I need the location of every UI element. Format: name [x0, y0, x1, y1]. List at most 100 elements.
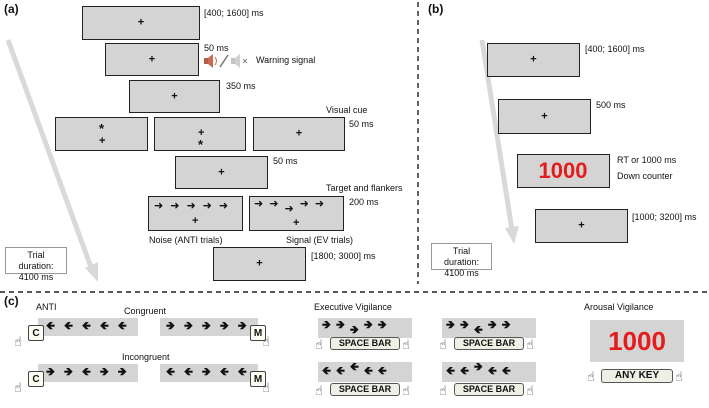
target-flankers-label: Target and flankers	[326, 183, 403, 193]
right-arrow-icon: 🡺	[117, 366, 127, 378]
signal-label: Signal (EV trials)	[286, 235, 354, 245]
right-arrow-icon: 🡺	[237, 320, 247, 332]
hand-pointer-icon: ☝	[402, 383, 410, 398]
hand-pointer-icon: ☝	[262, 380, 270, 395]
flanker-row: 🡸🡸🡸🡸🡸	[46, 321, 127, 332]
time-label: 50 ms	[273, 156, 298, 166]
fixation-cross: +	[192, 215, 199, 227]
right-arrow-icon: ➜	[218, 200, 229, 212]
panel-a-label: (a)	[4, 2, 19, 16]
fixation-cross: +	[578, 219, 585, 232]
flanker-row: 🡸🡸🡺🡸🡸	[166, 367, 247, 378]
hand-pointer-icon: ☝	[262, 334, 270, 349]
stimulus-strip: 🡸🡸🡺🡸🡸	[442, 362, 536, 382]
incongruent-label: Incongruent	[122, 352, 170, 362]
anti-label: ANTI	[36, 302, 57, 312]
right-arrow-icon: ➜	[299, 198, 309, 210]
screen-iti: +	[213, 247, 306, 281]
stimulus-strip: 🡺🡺🡺🡺🡺	[160, 318, 258, 336]
key-c: C	[28, 371, 44, 387]
time-label: [1800; 3000] ms	[311, 251, 376, 261]
left-arrow-icon: 🡸	[363, 365, 373, 377]
speaker-icon	[204, 54, 248, 68]
right-arrow-icon: 🡺	[363, 319, 373, 331]
flanker-row: 🡺🡺🡺🡺🡺	[322, 319, 387, 336]
screen-counter-b: 1000	[517, 154, 610, 188]
left-arrow-icon: 🡸	[237, 366, 247, 378]
stimulus-strip: 🡸🡸🡺🡸🡸	[160, 364, 258, 382]
screen-iti-b: +	[535, 209, 628, 243]
right-arrow-icon: 🡺	[201, 366, 211, 378]
flanker-row: 🡺🡺🡸🡺🡺	[446, 319, 511, 336]
hand-pointer-icon: ☝	[14, 334, 22, 349]
right-arrow-icon: 🡺	[377, 319, 387, 331]
trial-duration-box: Trial duration: 4100 ms	[431, 243, 492, 278]
left-arrow-icon: 🡸	[487, 365, 497, 377]
left-arrow-icon: 🡸	[446, 365, 455, 377]
left-arrow-icon: 🡸	[63, 320, 73, 332]
right-arrow-icon: ➜	[202, 200, 212, 212]
screen-target-signal: ➜ ➜ ➜ ➜ ➜ +	[249, 196, 344, 231]
flanker-row: 🡸🡸🡸🡸🡸	[322, 362, 387, 377]
fixation-cross: +	[171, 90, 178, 102]
fixation-cross: +	[99, 135, 106, 147]
trial-duration-value: 4100 ms	[444, 268, 479, 278]
left-arrow-icon: 🡸	[377, 365, 387, 377]
screen-cue-below: + *	[154, 117, 246, 152]
flanker-row: 🡸🡸🡺🡸🡸	[446, 362, 511, 377]
key-m: M	[250, 371, 266, 387]
left-arrow-icon: 🡸	[501, 365, 511, 377]
guide-arrow-a-shaft	[5, 39, 95, 271]
warning-signal-label: Warning signal	[256, 55, 316, 65]
time-label: 200 ms	[349, 197, 379, 207]
fixation-cross: +	[218, 166, 225, 178]
right-arrow-icon: 🡺	[487, 319, 497, 331]
time-label: [1000; 3200] ms	[632, 212, 697, 222]
time-label: 50 ms	[204, 43, 229, 53]
left-arrow-icon: 🡸	[183, 366, 193, 378]
screen-cue-above: * +	[55, 117, 148, 151]
right-arrow-icon: 🡺	[322, 319, 331, 331]
fixation-cross: +	[295, 127, 303, 140]
flanker-row: ➜ ➜ ➜ ➜ ➜	[154, 201, 228, 212]
stimulus-strip: 🡸🡸🡸🡸🡸	[318, 362, 412, 382]
left-arrow-icon: 🡸	[117, 320, 127, 332]
key-m: M	[250, 325, 266, 341]
fixation-cross: +	[198, 127, 205, 139]
stimulus-strip: 🡺🡺🡺🡺🡺	[318, 318, 412, 338]
time-label: [400; 1600] ms	[204, 8, 264, 18]
left-arrow-icon: 🡸	[166, 366, 175, 378]
time-label: 500 ms	[596, 100, 626, 110]
fixation-cross: +	[137, 16, 145, 29]
left-arrow-icon: 🡸	[349, 361, 359, 373]
right-arrow-icon: 🡺	[99, 366, 109, 378]
right-arrow-icon: ➜	[186, 200, 196, 212]
right-arrow-icon: ➜	[154, 200, 164, 212]
right-arrow-icon: 🡺	[166, 320, 175, 332]
right-arrow-icon: ➜	[254, 198, 264, 210]
hand-pointer-icon: ☝	[439, 383, 447, 398]
fixation-cross: +	[148, 53, 156, 65]
screen-interval-2: +	[175, 156, 268, 189]
fixation-cross: +	[530, 53, 537, 66]
right-arrow-icon: 🡺	[219, 320, 229, 332]
left-arrow-icon: 🡸	[99, 320, 109, 332]
space-bar-key: SPACE BAR	[330, 383, 400, 396]
executive-vigilance-label: Executive Vigilance	[314, 302, 392, 312]
down-counter-label: Down counter	[617, 171, 673, 181]
key-c: C	[28, 325, 44, 341]
hand-pointer-icon: ☝	[526, 383, 534, 398]
hand-pointer-icon: ☝	[675, 369, 683, 384]
flanker-row: 🡺🡺🡸🡺🡺	[46, 367, 127, 378]
right-arrow-icon: 🡺	[183, 320, 193, 332]
guide-arrow-a-head	[85, 262, 98, 282]
fixation-cross: +	[293, 217, 300, 229]
noise-label: Noise (ANTI trials)	[149, 235, 223, 245]
space-bar-key: SPACE BAR	[454, 383, 524, 396]
right-arrow-icon: 🡺	[335, 319, 345, 331]
down-counter: 1000	[538, 158, 588, 183]
left-arrow-icon: 🡸	[473, 324, 483, 336]
stimulus-strip: 🡸🡸🡸🡸🡸	[38, 318, 138, 336]
guide-arrow-b-head	[505, 226, 519, 244]
right-arrow-icon: ➜	[284, 203, 294, 215]
